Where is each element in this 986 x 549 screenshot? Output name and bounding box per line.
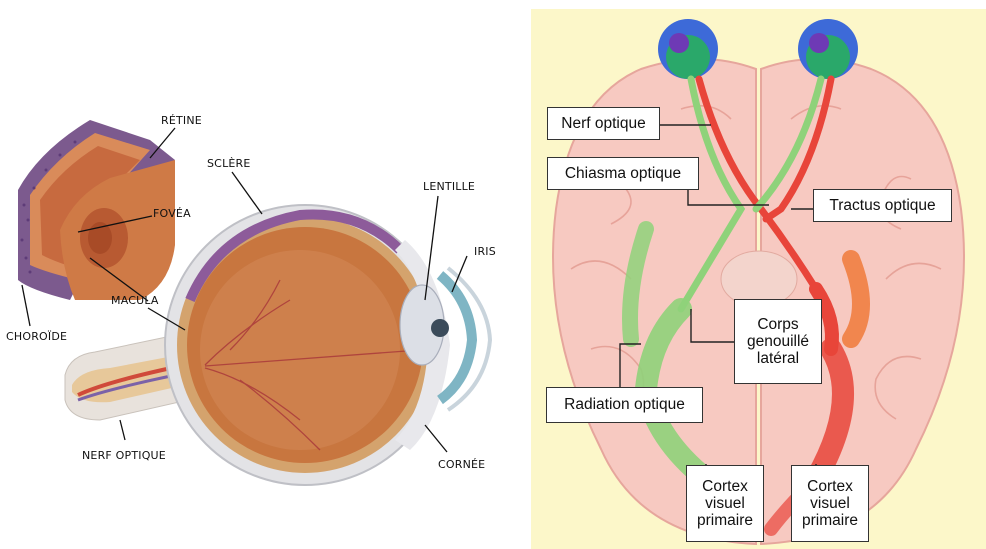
label-chiasma-optique: Chiasma optique: [547, 157, 699, 190]
eye-anatomy-panel: RÉTINE SCLÈRE FOVÉA LENTILLE IRIS MACULA…: [0, 0, 520, 549]
cortex-right-line-1: Cortex: [807, 478, 853, 495]
label-nerf-optique: Nerf optique: [547, 107, 660, 140]
corps-line-3: latéral: [757, 350, 799, 367]
label-tractus-optique: Tractus optique: [813, 189, 952, 222]
cortex-left-line-3: primaire: [697, 512, 753, 529]
cortex-right-line-3: primaire: [802, 512, 858, 529]
label-choroide: CHOROÏDE: [6, 330, 67, 343]
corps-line-1: Corps: [757, 316, 798, 333]
label-sclere: SCLÈRE: [207, 157, 251, 170]
eyes: [658, 19, 858, 79]
cortex-left-line-1: Cortex: [702, 478, 748, 495]
label-fovea: FOVÉA: [153, 207, 191, 220]
cortex-left-line-2: visuel: [705, 495, 745, 512]
label-cortex-visuel-primaire-right: Cortex visuel primaire: [791, 465, 869, 542]
label-corps-genouille-lateral: Corps genouillé latéral: [734, 299, 822, 384]
label-iris: IRIS: [474, 245, 496, 258]
corps-line-2: genouillé: [747, 333, 809, 350]
retina-layer-cutout: [18, 120, 175, 300]
label-lentille: LENTILLE: [423, 180, 475, 193]
cortex-right-line-2: visuel: [810, 495, 850, 512]
label-retine: RÉTINE: [161, 114, 202, 127]
visual-pathway-panel: Nerf optique Chiasma optique Tractus opt…: [531, 9, 986, 549]
label-cortex-visuel-primaire-left: Cortex visuel primaire: [686, 465, 764, 542]
label-radiation-optique: Radiation optique: [546, 387, 703, 423]
label-cornee: CORNÉE: [438, 458, 485, 471]
label-nerf-optique-eye: NERF OPTIQUE: [82, 449, 166, 462]
label-macula: MACULA: [111, 294, 159, 307]
